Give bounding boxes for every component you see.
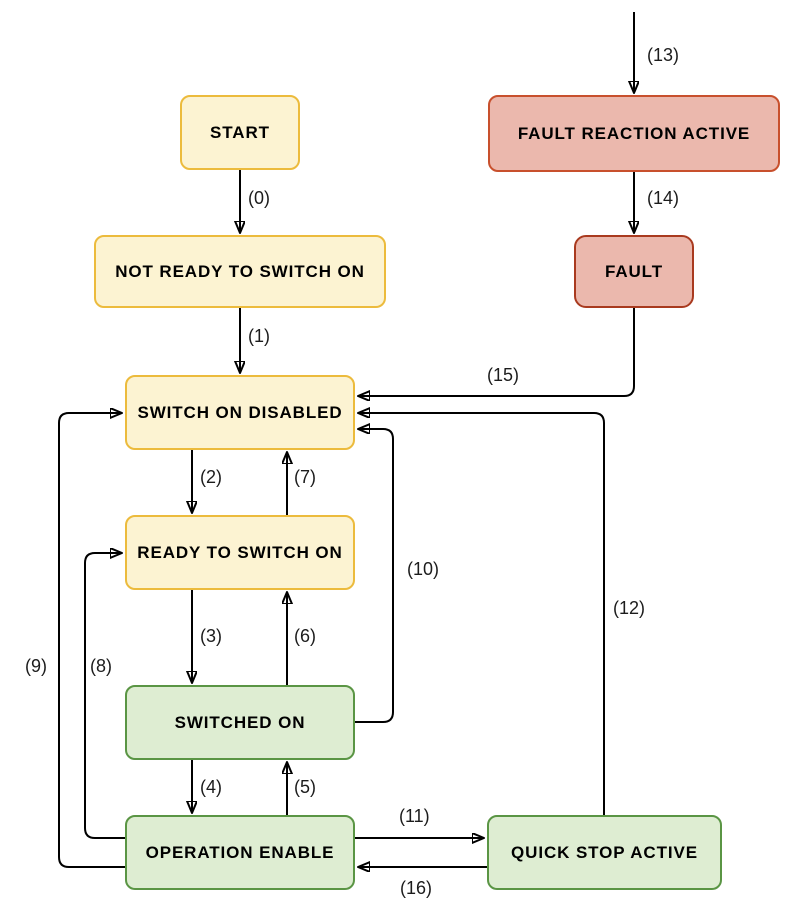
transition-10-arrow xyxy=(355,429,394,723)
transition-label-8: (8) xyxy=(90,656,112,676)
transition-label-14: (14) xyxy=(647,188,680,208)
transition-label-2: (2) xyxy=(200,467,222,487)
node-operation-enable-label: OPERATION ENABLE xyxy=(145,842,335,862)
transition-label-0: (0) xyxy=(248,188,270,208)
transition-12-arrow xyxy=(358,413,605,815)
node-switched-on-label: SWITCHED ON xyxy=(174,712,306,732)
node-switch-on-disabled: SWITCH ON DISABLED xyxy=(125,375,355,450)
transition-8-arrow xyxy=(84,553,125,839)
transition-label-4: (4) xyxy=(200,777,222,797)
node-switched-on: SWITCHED ON xyxy=(125,685,355,760)
transition-label-16: (16) xyxy=(400,878,433,898)
transition-label-11: (11) xyxy=(399,806,430,826)
node-operation-enable: OPERATION ENABLE xyxy=(125,815,355,890)
transition-label-1: (1) xyxy=(248,326,270,346)
node-quick-stop-active: QUICK STOP ACTIVE xyxy=(487,815,722,890)
node-switch-on-disabled-label: SWITCH ON DISABLED xyxy=(137,402,343,422)
node-ready-to-switch-on-label: READY TO SWITCH ON xyxy=(137,542,343,562)
node-fault: FAULT xyxy=(574,235,694,308)
transition-label-9: (9) xyxy=(25,656,47,676)
transition-label-12: (12) xyxy=(613,598,646,618)
transition-label-13: (13) xyxy=(647,45,680,65)
node-start-label: START xyxy=(210,122,270,142)
node-not-ready-to-switch-on-label: NOT READY TO SWITCH ON xyxy=(115,261,365,281)
transition-15-arrow xyxy=(358,308,635,396)
node-quick-stop-active-label: QUICK STOP ACTIVE xyxy=(511,842,698,862)
node-not-ready-to-switch-on: NOT READY TO SWITCH ON xyxy=(94,235,386,308)
node-fault-reaction-active: FAULT REACTION ACTIVE xyxy=(488,95,780,172)
node-ready-to-switch-on: READY TO SWITCH ON xyxy=(125,515,355,590)
transition-label-3: (3) xyxy=(200,626,222,646)
transition-label-5: (5) xyxy=(294,777,316,797)
node-fault-label: FAULT xyxy=(604,261,663,281)
transition-label-10: (10) xyxy=(407,559,440,579)
transition-label-15: (15) xyxy=(487,365,520,385)
node-fault-reaction-active-label: FAULT REACTION ACTIVE xyxy=(517,123,751,143)
node-start: START xyxy=(180,95,300,170)
transition-label-6: (6) xyxy=(294,626,316,646)
transition-9-arrow xyxy=(58,413,125,868)
transition-label-7: (7) xyxy=(294,467,316,487)
